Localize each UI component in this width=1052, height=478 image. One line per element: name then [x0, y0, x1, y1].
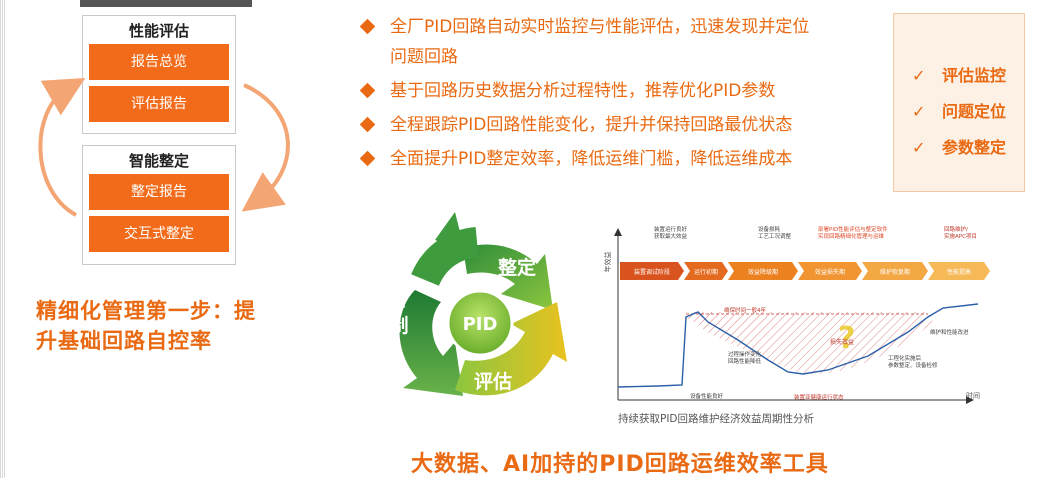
tuning-label: 工程化实施后参数整定、设备检修 [888, 354, 938, 369]
top-bar [80, 0, 252, 7]
bullet-item: 全程跟踪PID回路性能变化，提升并保持回路最优状态 [359, 110, 880, 140]
top-note: 回路维护/实施APC项目 [944, 225, 977, 240]
top-note: 部署PID性能评估与整定软件实现回路精细化管理与运维 [818, 225, 888, 240]
slogan-line-2: 升基础回路自控率 [36, 329, 212, 353]
x-axis-label: 时间 [966, 391, 980, 400]
stage-bar: 装置调试阶段 运行初期 效益降级期 效益损失期 维护恢复期 性能提高 [620, 262, 990, 280]
cycle-segment-tuning [463, 244, 553, 310]
stage-label: 性能提高 [947, 268, 971, 276]
bottom-title: 大数据、AI加持的PID回路运维效率工具 [411, 452, 829, 477]
bullet-item: 基于回路历史数据分析过程特性，推荐优化PID参数 [359, 76, 880, 106]
cycle-segment-control [399, 290, 463, 396]
tuning-report-button[interactable]: 整定报告 [89, 174, 229, 210]
cycle-label-tuning: 整定 [498, 256, 536, 279]
cycle-segment-evaluation [455, 302, 567, 396]
checkmark-icon: ✓ [912, 66, 926, 85]
diamond-icon [359, 18, 376, 35]
bullet-item: 全厂PID回路自动实时监控与性能评估，迅速发现并定位 问题回路 [359, 12, 880, 72]
stage-chevron [728, 262, 798, 280]
evaluation-panel: 性能评估 报告总览 评估报告 [82, 15, 236, 134]
stage-label: 运行初期 [694, 268, 718, 276]
maintain-label: 维护和性能改进 [930, 328, 969, 336]
stage-chevron [620, 262, 684, 280]
stage-chevron [862, 262, 928, 280]
pid-cycle-diagram: PID 整定 评估 控 制 [386, 212, 567, 396]
feature-bullets: 全厂PID回路自动实时监控与性能评估，迅速发现并定位 问题回路 基于回路历史数据… [359, 12, 880, 174]
lifecycle-diagram: 年效益 时间 装置运行良好获取最大效益 设备损耗工艺工况调整 部署PID性能评估… [603, 225, 990, 404]
stage-chevron [928, 262, 990, 280]
top-note: 装置运行良好获取最大效益 [654, 225, 688, 240]
diamond-icon [359, 82, 376, 99]
healthy-label: 设备性能良好 [690, 392, 724, 400]
loss-area [686, 312, 933, 374]
bullet-item: 全面提升PID整定效率，降低运维门槛，降低运维成本 [359, 144, 880, 174]
cycle-label-evaluation: 评估 [474, 370, 512, 393]
slogan: 精细化管理第一步：提 升基础回路自控率 [36, 296, 311, 356]
stage-label: 效益降级期 [748, 268, 778, 276]
diamond-icon [359, 150, 376, 167]
tuning-panel: 智能整定 整定报告 交互式整定 [82, 145, 236, 265]
control-char-2: 制 [389, 314, 408, 337]
slogan-line-1: 精细化管理第一步：提 [36, 299, 256, 323]
question-mark: ? [838, 321, 855, 356]
y-axis-label: 年效益 [603, 252, 612, 273]
control-char-1: 控 [386, 288, 405, 311]
pid-center-circle [446, 289, 514, 357]
panel-title: 智能整定 [128, 152, 189, 170]
stage-chevron [684, 262, 728, 280]
stage-label: 装置调试阶段 [634, 268, 670, 276]
loss-label: 损失效益 [830, 338, 854, 346]
check-item: ✓问题定位 [912, 102, 1007, 121]
stage-label: 效益损失期 [815, 268, 845, 276]
checkmark-icon: ✓ [912, 102, 926, 121]
lifecycle-caption: 持续获取PID回路维护经济效益周期性分析 [618, 413, 815, 425]
stage-label: 维护恢复期 [880, 268, 910, 276]
left-stripe [0, 0, 6, 478]
pid-center-label: PID [463, 314, 498, 335]
process-change-label: 过程操作变化回路性能降低 [728, 350, 762, 365]
right-curve-arrow [241, 83, 290, 212]
left-curve-arrow [38, 77, 86, 217]
check-item: ✓参数整定 [912, 138, 1007, 157]
wait-time-label: 维保时间一般4年 [724, 306, 766, 314]
performance-curve [617, 303, 979, 388]
stage-chevron [798, 262, 862, 280]
top-note: 设备损耗工艺工况调整 [758, 225, 792, 240]
check-item: ✓评估监控 [912, 66, 1007, 85]
checkmark-icon: ✓ [912, 138, 926, 157]
report-overview-button[interactable]: 报告总览 [89, 44, 229, 80]
interactive-tuning-button[interactable]: 交互式整定 [89, 216, 229, 252]
evaluation-report-button[interactable]: 评估报告 [89, 86, 229, 122]
panel-title: 性能评估 [128, 22, 189, 40]
diamond-icon [359, 116, 376, 133]
cycle-label-control: 控 制 [386, 288, 412, 337]
cycle-arrows [38, 77, 290, 217]
unhealthy-label: 装置亚健康运行状态 [794, 393, 844, 401]
checklist-box: ✓评估监控 ✓问题定位 ✓参数整定 [893, 13, 1025, 192]
